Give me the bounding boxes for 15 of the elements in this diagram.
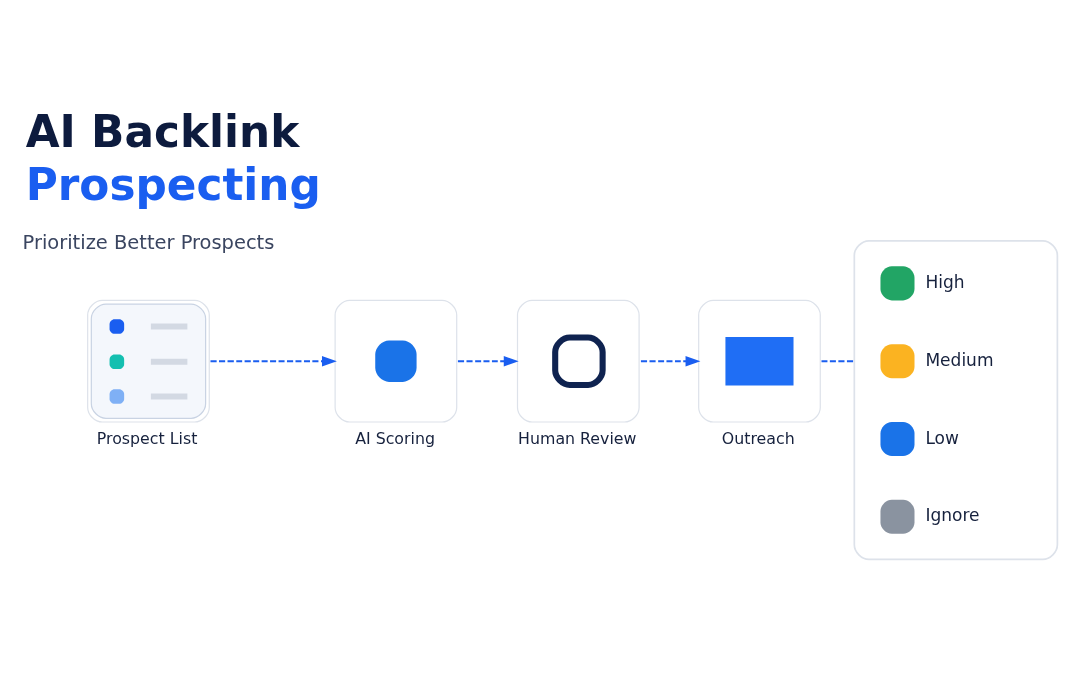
cluster <box>853 240 1059 561</box>
node-label: AI Scoring <box>355 429 435 449</box>
node-label: Human Review <box>518 429 637 449</box>
node-label: Medium <box>925 349 994 370</box>
diagram-title: AI Backlink Prospecting <box>25 105 321 211</box>
node-label: Ignore <box>925 505 980 526</box>
node-label: Prospect List <box>96 429 198 449</box>
arrow <box>209 356 337 367</box>
node-label: High <box>925 271 965 292</box>
node-label: Low <box>925 427 959 448</box>
connector <box>820 360 856 363</box>
node-label: Outreach <box>721 429 795 449</box>
arrow <box>639 356 701 367</box>
label: Prioritize Better Prospects <box>22 231 275 255</box>
arrow <box>456 356 519 367</box>
